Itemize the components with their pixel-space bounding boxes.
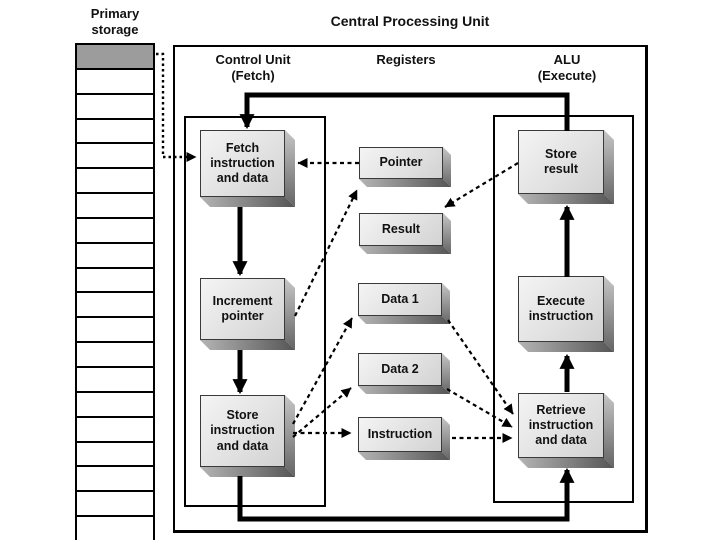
bevel-bottom	[358, 452, 450, 460]
bevel-right	[285, 130, 295, 207]
box-increment-pointer-label: Increment pointer	[200, 278, 285, 340]
bevel-right	[442, 283, 450, 324]
bevel-bottom	[200, 340, 295, 350]
bevel-bottom	[200, 467, 295, 477]
bevel-bottom	[518, 194, 614, 204]
box-fetch: Fetch instruction and data	[200, 130, 295, 207]
box-pointer: Pointer	[359, 147, 451, 187]
storage-cell	[77, 318, 153, 344]
bevel-right	[442, 353, 450, 394]
box-retrieve: Retrieve instruction and data	[518, 393, 614, 468]
bevel-right	[285, 395, 295, 477]
box-store-instruction-label: Store instruction and data	[200, 395, 285, 467]
box-store-result: Store result	[518, 130, 614, 204]
box-instruction: Instruction	[358, 417, 450, 460]
storage-cell	[77, 343, 153, 368]
bevel-bottom	[359, 179, 451, 187]
storage-cell	[77, 492, 153, 518]
registers-header: Registers	[376, 52, 436, 67]
storage-cell	[77, 69, 153, 95]
box-pointer-label: Pointer	[359, 147, 443, 179]
box-data2: Data 2	[358, 353, 450, 394]
box-result: Result	[359, 213, 451, 254]
diagram-title: Central Processing Unit	[330, 13, 490, 29]
bevel-right	[443, 213, 451, 254]
storage-cell	[77, 119, 153, 145]
storage-cell	[77, 367, 153, 393]
storage-cell	[77, 467, 153, 493]
bevel-bottom	[518, 342, 614, 352]
control-unit-header: Control Unit (Fetch)	[215, 52, 291, 84]
storage-cell	[77, 293, 153, 319]
bevel-bottom	[518, 458, 614, 468]
storage-cell	[77, 517, 153, 540]
bevel-bottom	[358, 386, 450, 394]
storage-cell	[77, 169, 153, 195]
storage-cell	[77, 218, 153, 244]
storage-cell	[77, 268, 153, 294]
box-instruction-label: Instruction	[358, 417, 442, 452]
storage-cell	[77, 442, 153, 468]
primary-storage-column	[75, 43, 155, 540]
cpu-outer-box	[173, 45, 648, 533]
bevel-bottom	[359, 246, 451, 254]
bevel-bottom	[358, 316, 450, 324]
bevel-right	[285, 278, 295, 350]
bevel-right	[604, 393, 614, 468]
box-data1-label: Data 1	[358, 283, 442, 316]
box-execute: Execute instruction	[518, 276, 614, 352]
storage-cell	[77, 417, 153, 443]
primary-storage-label: Primary storage	[90, 6, 140, 38]
alu-header: ALU (Execute)	[537, 52, 597, 84]
box-store-instruction: Store instruction and data	[200, 395, 295, 477]
bevel-right	[604, 276, 614, 352]
box-fetch-label: Fetch instruction and data	[200, 130, 285, 197]
bevel-right	[604, 130, 614, 204]
storage-cell	[77, 45, 153, 70]
storage-cell	[77, 144, 153, 170]
bevel-right	[442, 417, 450, 460]
storage-cell	[77, 94, 153, 120]
storage-cell	[77, 243, 153, 269]
box-store-result-label: Store result	[518, 130, 604, 194]
box-retrieve-label: Retrieve instruction and data	[518, 393, 604, 458]
bevel-bottom	[200, 197, 295, 207]
box-data2-label: Data 2	[358, 353, 442, 386]
box-increment-pointer: Increment pointer	[200, 278, 295, 350]
storage-cell	[77, 392, 153, 418]
box-data1: Data 1	[358, 283, 450, 324]
storage-cell	[77, 194, 153, 219]
box-result-label: Result	[359, 213, 443, 246]
box-execute-label: Execute instruction	[518, 276, 604, 342]
